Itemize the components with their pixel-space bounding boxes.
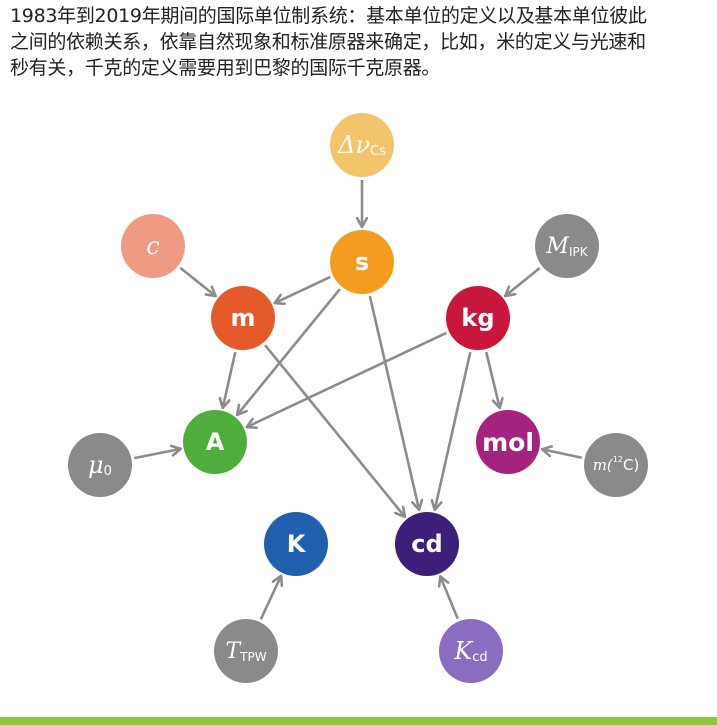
caption-line-1: 1983年到2019年期间的国际单位制系统：基本单位的定义以及基本单位彼此 (10, 5, 647, 27)
arrow-mu0-to-A (134, 449, 180, 460)
arrow-s-to-cd (368, 295, 419, 510)
arrow-m12c-to-mol (542, 449, 583, 459)
node-circle-kg (446, 286, 510, 350)
node-m: m (211, 286, 275, 350)
node-label-mu0: μ0 (88, 451, 112, 479)
arrow-s-to-m (275, 275, 331, 303)
node-dnu_cs: ΔνCs (330, 113, 394, 177)
arrow-s-to-A (237, 288, 341, 415)
node-circle-m (211, 286, 275, 350)
node-label-t_tpw: TTPW (225, 639, 266, 665)
node-s: s (330, 230, 394, 294)
node-label-mol: mol (482, 428, 534, 457)
node-circle-mu0 (68, 433, 132, 497)
node-m12c: m(12C) (584, 433, 648, 497)
node-label-s: s (355, 248, 369, 276)
bottom-accent-bar (0, 717, 717, 725)
arrow-k_cd-to-cd (440, 576, 459, 620)
node-k_cd: Kcd (439, 619, 503, 683)
node-label-cd: cd (411, 530, 442, 558)
node-mol: mol (476, 410, 540, 474)
node-circle-s (330, 230, 394, 294)
node-circle-m_ipk (535, 214, 599, 278)
caption: 1983年到2019年期间的国际单位制系统：基本单位的定义以及基本单位彼此 之间… (10, 3, 710, 81)
node-circle-mol (476, 410, 540, 474)
dependency-arrows (134, 180, 583, 620)
node-mu0: μ0 (68, 433, 132, 497)
node-circle-c (121, 214, 185, 278)
node-label-m: m (230, 304, 255, 332)
node-label-kg: kg (461, 304, 494, 332)
node-circle-dnu_cs (330, 113, 394, 177)
caption-line-3: 秒有关，千克的定义需要用到巴黎的国际千克原器。 (10, 57, 441, 79)
arrow-m-to-A (223, 351, 237, 408)
node-m_ipk: MIPK (535, 214, 599, 278)
arrow-t_tpw-to-K (259, 576, 281, 620)
arrow-c-to-m (179, 266, 215, 296)
node-circle-K (264, 512, 328, 576)
node-label-K: K (287, 530, 307, 558)
arrow-kg-to-mol (484, 351, 500, 408)
arrow-m-to-cd (264, 344, 405, 517)
caption-line-2: 之间的依赖关系，依靠自然现象和标准原器来确定，比如，米的定义与光速和 (10, 31, 646, 53)
node-circle-m12c (584, 433, 648, 497)
node-t_tpw: TTPW (214, 619, 278, 683)
node-label-c: c (146, 232, 159, 260)
node-A: A (183, 410, 247, 474)
node-K: K (264, 512, 328, 576)
arrow-kg-to-A (247, 331, 447, 427)
arrow-m_ipk-to-kg (505, 267, 541, 296)
node-kg: kg (446, 286, 510, 350)
node-circle-k_cd (439, 619, 503, 683)
node-label-A: A (206, 428, 225, 456)
node-circle-A (183, 410, 247, 474)
node-circle-t_tpw (214, 619, 278, 683)
node-label-k_cd: Kcd (453, 637, 487, 665)
node-circle-cd (395, 512, 459, 576)
arrow-kg-to-cd (435, 351, 472, 510)
node-label-dnu_cs: ΔνCs (337, 131, 386, 159)
node-cd: cd (395, 512, 459, 576)
node-label-m_ipk: MIPK (545, 234, 588, 260)
node-c: c (121, 214, 185, 278)
node-label-m12c: m(12C) (593, 455, 640, 475)
